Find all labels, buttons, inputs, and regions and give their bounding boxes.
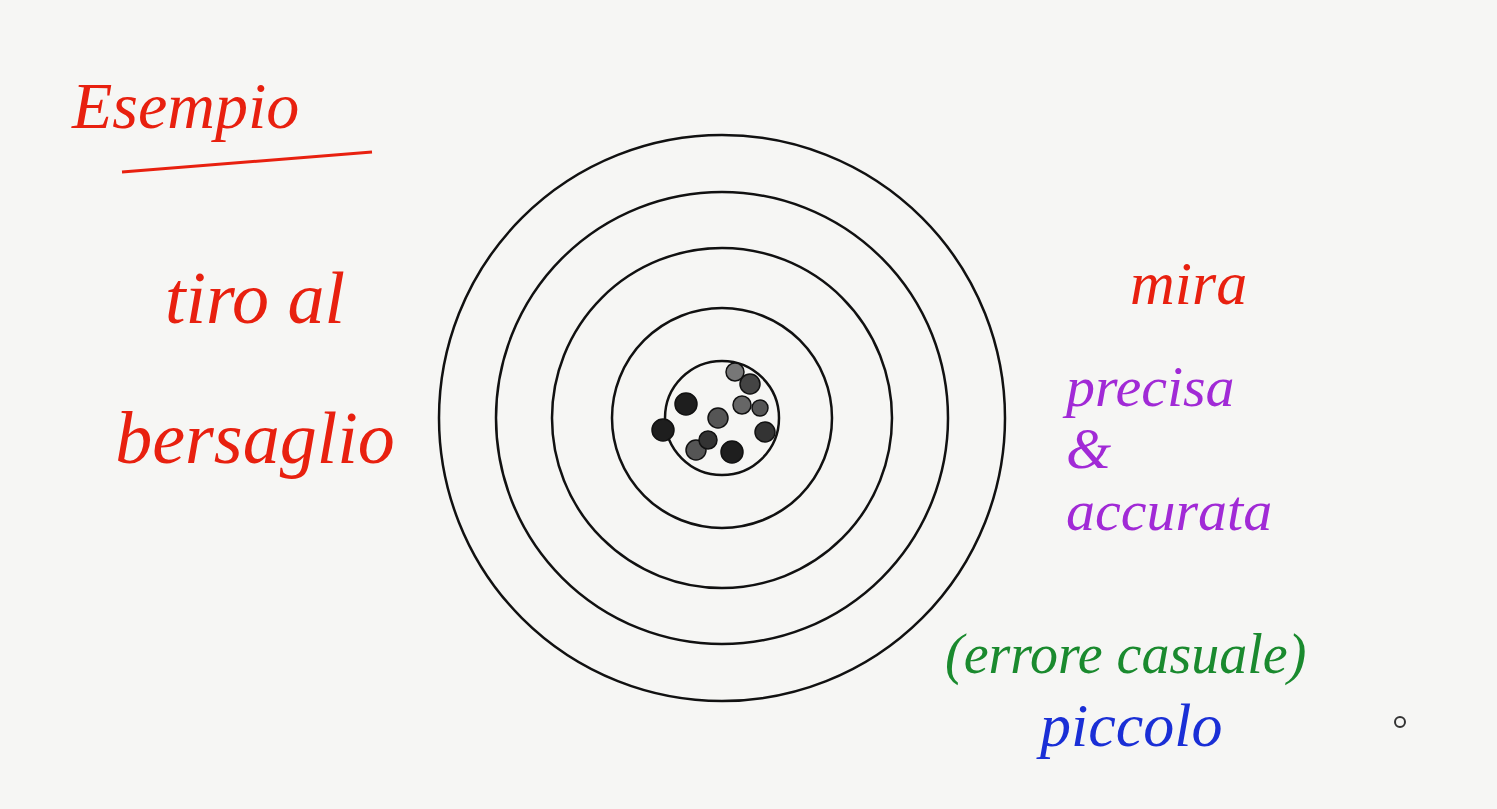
aim-heading: mira — [1130, 248, 1247, 319]
error-note: (errore casuale) — [945, 622, 1306, 686]
shot-holes — [652, 363, 775, 463]
error-size: piccolo — [1040, 690, 1223, 761]
subject-note: tiro al bersaglio — [60, 228, 450, 508]
stray-mark — [1395, 717, 1405, 727]
example-title: Esempio — [72, 68, 299, 144]
target-rings — [439, 135, 1005, 701]
aim-quality: precisa & accurata — [1066, 356, 1272, 542]
title-underline — [122, 152, 372, 172]
